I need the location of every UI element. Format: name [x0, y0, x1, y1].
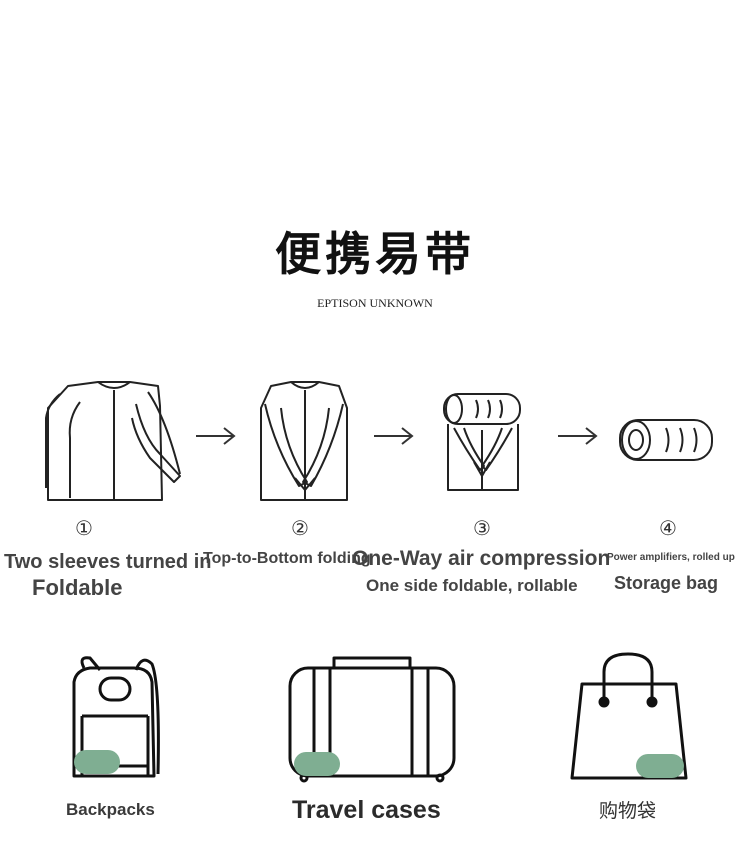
backpack-icon	[72, 656, 160, 778]
step-3-label: One-Way air compression	[352, 547, 611, 570]
step-1-sublabel: Foldable	[32, 575, 123, 600]
backpacks-label: Backpacks	[66, 800, 155, 819]
jacket-sleeves-folded-icon	[260, 381, 348, 501]
arrow-right-icon	[374, 427, 414, 445]
step-3-number: ③	[473, 516, 491, 540]
step-1-number: ①	[75, 516, 93, 540]
arrow-right-icon	[196, 427, 236, 445]
travel-cases-label: Travel cases	[292, 796, 441, 824]
shopping-bag-icon	[570, 652, 688, 780]
suitcase-icon	[288, 656, 456, 783]
jacket-rolled-icon	[619, 419, 713, 461]
step-4-label: Power amplifiers, rolled up	[607, 552, 735, 563]
step-4-sublabel: Storage bag	[614, 573, 719, 593]
page-title: 便携易带	[275, 227, 475, 281]
jacket-flat-icon	[45, 381, 181, 501]
shopping-bags-label: 购物袋	[599, 800, 657, 822]
step-3-sublabel: One side foldable, rollable	[366, 576, 578, 595]
step-4-number: ④	[659, 516, 677, 540]
page-subtitle: EPTISON UNKNOWN	[317, 296, 433, 310]
step-1-label: Two sleeves turned in	[4, 551, 212, 573]
jacket-half-rolled-icon	[443, 393, 521, 491]
step-2-number: ②	[291, 516, 309, 540]
arrow-right-icon	[558, 427, 598, 445]
step-2-label: Top-to-Bottom folding	[203, 550, 371, 567]
